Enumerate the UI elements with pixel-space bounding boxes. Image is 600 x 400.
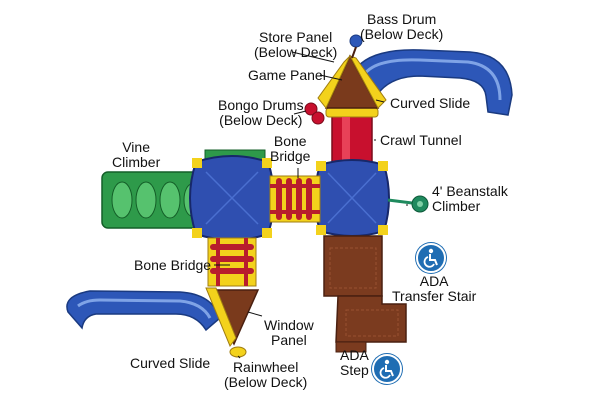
label-line: Curved Slide bbox=[130, 355, 211, 371]
label-line: Step bbox=[340, 362, 369, 378]
label-line: 4' Beanstalk bbox=[432, 183, 508, 199]
label-line: Bone Bridge bbox=[134, 257, 212, 273]
label-line: (Below Deck) bbox=[254, 44, 338, 60]
transfer-stair bbox=[323, 235, 407, 353]
label-line: ADA bbox=[340, 347, 369, 363]
label-curved-slide-bottom: Curved Slide bbox=[130, 356, 210, 371]
label-line: Crawl Tunnel bbox=[380, 132, 462, 148]
label-line: Transfer Stair bbox=[392, 288, 477, 304]
label-line: ADA bbox=[419, 273, 449, 289]
bone-bridge-vertical bbox=[207, 237, 257, 287]
label-curved-slide-top: Curved Slide bbox=[390, 96, 470, 111]
label-window-panel: Window Panel bbox=[264, 318, 314, 348]
label-line: Window bbox=[264, 317, 314, 333]
label-bone-bridge-top: Bone Bridge bbox=[270, 134, 310, 164]
wheelchair-icon bbox=[416, 243, 446, 273]
top-roof bbox=[317, 34, 387, 109]
curved-slide-top bbox=[349, 49, 513, 116]
bottom-roof bbox=[205, 287, 260, 358]
leader-lines bbox=[214, 51, 408, 359]
right-deck bbox=[314, 159, 390, 237]
label-line: Climber bbox=[112, 154, 161, 170]
label-line: Bongo Drums bbox=[218, 97, 304, 113]
label-ada-transfer-stair: ADA Transfer Stair bbox=[392, 274, 476, 304]
label-ada-step: ADA Step bbox=[340, 348, 369, 378]
wheelchair-icon bbox=[372, 354, 402, 384]
wheelchair-glyph bbox=[379, 359, 394, 379]
beanstalk-climber-shape bbox=[387, 195, 429, 213]
label-line: Curved Slide bbox=[390, 95, 471, 111]
label-line: Game Panel bbox=[248, 67, 326, 83]
label-line: Store Panel bbox=[259, 29, 333, 45]
label-store-panel: Store Panel (Below Deck) bbox=[254, 30, 337, 60]
curved-slide-bottom bbox=[66, 290, 221, 332]
label-line: Rainwheel bbox=[232, 359, 299, 375]
label-line: (Below Deck) bbox=[224, 374, 308, 390]
label-line: Bridge bbox=[270, 148, 311, 164]
label-line: Panel bbox=[270, 332, 307, 348]
label-line: Bone bbox=[273, 133, 307, 149]
label-crawl-tunnel: Crawl Tunnel bbox=[380, 133, 462, 148]
label-line: Climber bbox=[432, 198, 481, 214]
label-line: (Below Deck) bbox=[360, 26, 444, 42]
label-line: Bass Drum bbox=[367, 11, 437, 27]
label-bongo-drums: Bongo Drums (Below Deck) bbox=[218, 98, 304, 128]
wheelchair-glyph bbox=[423, 248, 438, 268]
bone-bridge-horizontal bbox=[269, 175, 321, 223]
label-vine-climber: Vine Climber bbox=[112, 140, 160, 170]
bongo-drums-shape bbox=[304, 102, 325, 125]
label-bone-bridge-left: Bone Bridge bbox=[134, 258, 211, 273]
label-rainwheel: Rainwheel (Below Deck) bbox=[224, 360, 307, 390]
label-line: (Below Deck) bbox=[219, 112, 303, 128]
label-beanstalk-climber: 4' Beanstalk Climber bbox=[432, 184, 508, 214]
label-game-panel: Game Panel bbox=[248, 68, 326, 83]
label-bass-drum: Bass Drum (Below Deck) bbox=[360, 12, 443, 42]
left-deck bbox=[189, 155, 275, 241]
label-line: Vine bbox=[122, 139, 150, 155]
